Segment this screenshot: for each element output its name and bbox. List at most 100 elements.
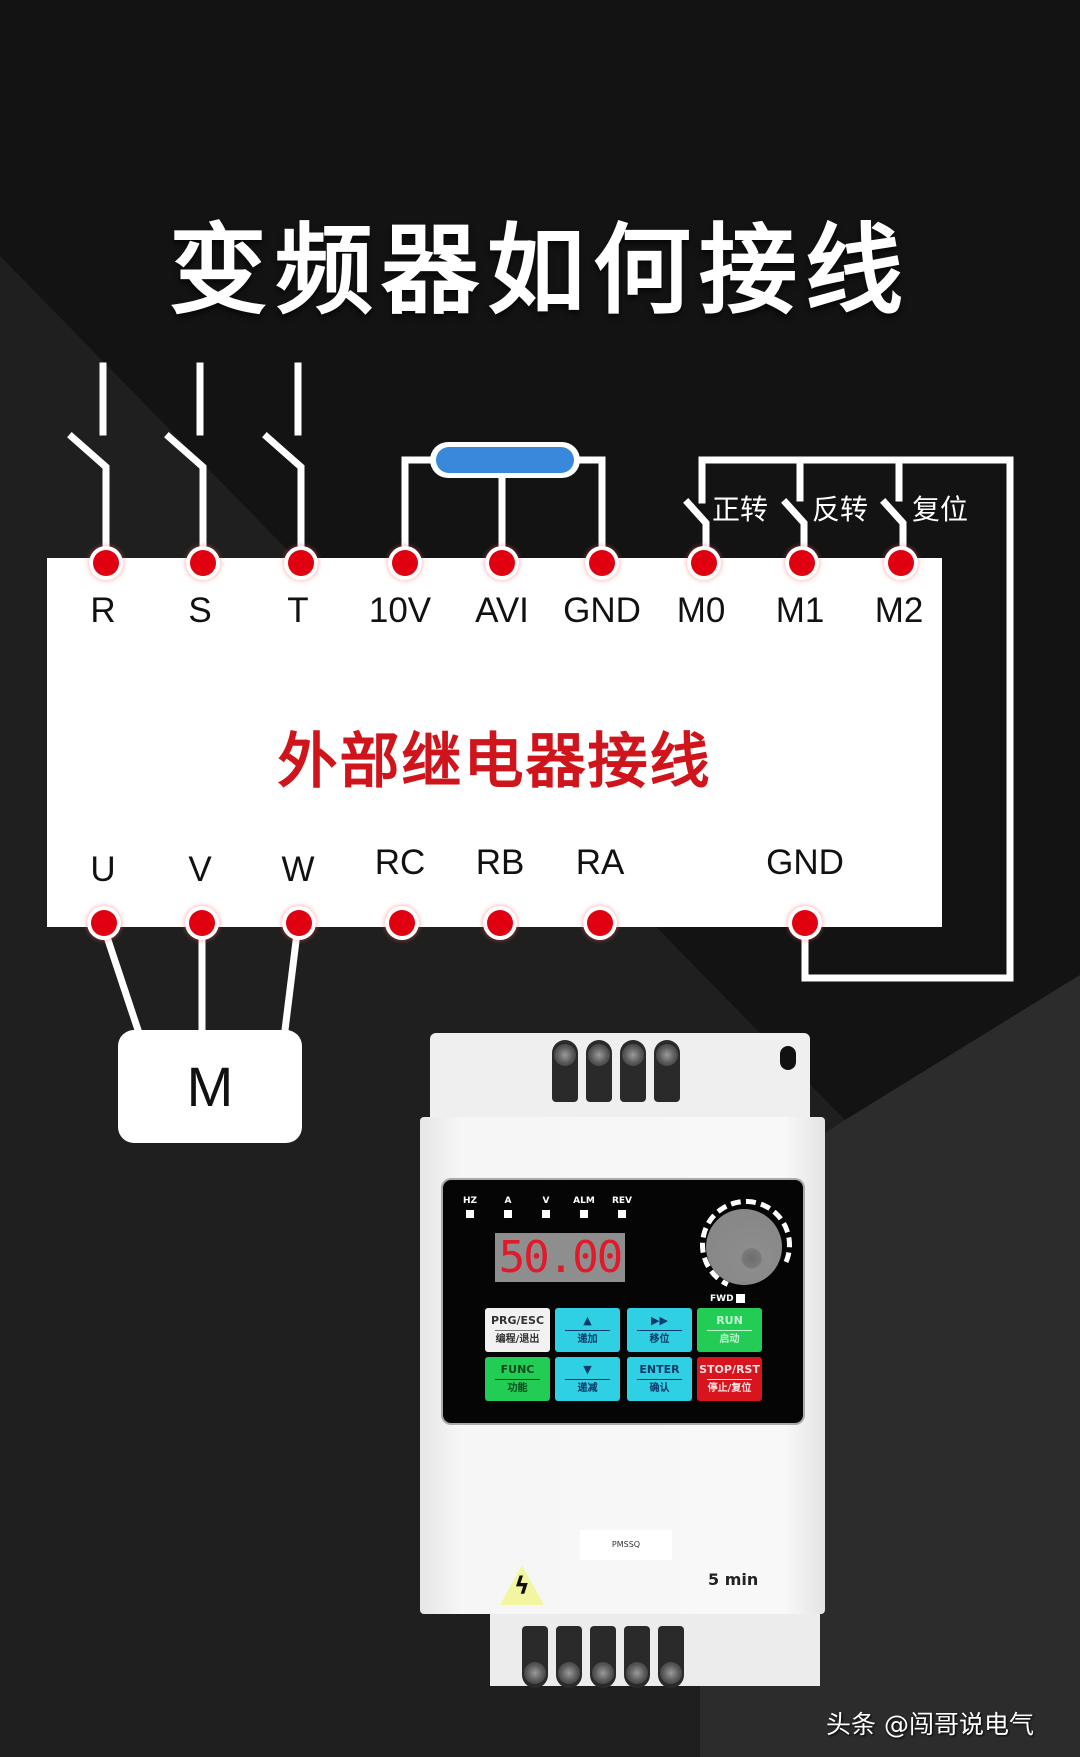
terminal-label-ra: RA [575,843,625,882]
screw-terminal-icon [552,1040,578,1102]
breaker-s [164,432,207,564]
terminal-label-rc: RC [374,843,426,882]
key-sublabel: 移位 [649,1334,670,1345]
frequency-display: 50.00 [495,1233,625,1282]
screw-terminal-icon [556,1626,582,1688]
terminal-dot-w [286,910,312,936]
relay-label-forward: 正转 [712,493,769,526]
indicator-led-v [542,1210,550,1218]
indicator-label-rev: REV [611,1196,633,1206]
key-divider [495,1379,540,1380]
terminal-label-t: T [287,591,309,630]
key-label: ENTER [639,1363,680,1376]
terminal-label-gnd-top: GND [563,591,641,630]
inverter-terminal-board: R S T 10V AVI GND M0 M1 M2 外部继电器接线 U V W… [47,558,942,927]
terminal-dot-u [91,910,117,936]
relay-label-reverse: 反转 [812,493,869,526]
board-title: 外部继电器接线 [277,727,712,797]
screw-terminal-icon [620,1040,646,1102]
key-sublabel: 递减 [577,1383,598,1394]
terminal-label-m1: M1 [775,591,825,630]
key-divider [637,1330,682,1331]
switch-forward [683,498,710,564]
key-shift[interactable]: ▶▶ 移位 [627,1308,692,1352]
key-func[interactable]: FUNC 功能 [485,1357,550,1401]
key-divider [707,1330,752,1331]
key-sublabel: 功能 [507,1383,528,1394]
relay-common-bus [698,456,1014,982]
key-run[interactable]: RUN 启动 [697,1308,762,1352]
fast-forward-icon: ▶▶ [651,1314,668,1327]
potentiometer [430,442,580,478]
fwd-led [736,1294,745,1303]
terminal-dot-t [288,550,314,576]
indicator-led-rev [618,1210,626,1218]
key-sublabel: 启动 [719,1334,740,1345]
terminal-label-s: S [188,591,212,630]
breaker-r [67,432,110,564]
key-divider [637,1379,682,1380]
key-label: RUN [716,1314,743,1327]
potentiometer-body [436,447,574,473]
key-label: STOP/RST [699,1363,760,1376]
terminal-dot-gnd-top [589,550,615,576]
screw-terminal-icon [586,1040,612,1102]
fwd-label: FWD [710,1294,734,1304]
speed-knob[interactable] [706,1209,782,1285]
screw-terminal-icon [522,1626,548,1688]
indicator-label-hz: HZ [462,1196,478,1206]
terminal-dot-m2 [888,550,914,576]
terminal-label-avi: AVI [475,591,529,630]
terminal-dot-rb [487,910,513,936]
up-arrow-icon: ▲ [583,1314,592,1327]
pot-wire-gnd [574,456,606,564]
indicator-led-alm [580,1210,588,1218]
terminal-dot-m1 [789,550,815,576]
terminal-label-m0: M0 [676,591,726,630]
terminal-label-10v: 10V [368,591,432,630]
terminal-label-w: W [281,850,315,889]
breaker-t [262,432,305,564]
brand-logo: PMSSQ [580,1530,672,1560]
watermark: 头条 @闯哥说电气 [826,1710,1034,1739]
indicator-label-v: V [542,1196,550,1206]
screw-terminal-icon [624,1626,650,1688]
warning-triangle-icon [500,1565,544,1605]
down-arrow-icon: ▼ [583,1363,592,1376]
terminal-label-m2: M2 [874,591,924,630]
key-sublabel: 确认 [649,1383,670,1394]
page-title: 变频器如何接线 [168,213,911,328]
key-sublabel: 递加 [577,1334,598,1345]
relay-label-reset: 复位 [912,493,969,526]
terminal-dot-v [189,910,215,936]
key-divider [565,1379,610,1380]
switch-reset [880,498,907,564]
key-divider [707,1379,752,1380]
terminal-dot-avi [489,550,515,576]
terminal-label-v: V [188,850,212,889]
terminal-dot-ra [587,910,613,936]
terminal-dot-r [93,550,119,576]
motor-lead-w [281,921,302,1034]
pot-wire-10v [401,456,436,564]
key-label: FUNC [500,1363,535,1376]
mounting-hole [780,1046,796,1070]
terminal-label-u: U [90,850,116,889]
key-increment[interactable]: ▲ 递加 [555,1308,620,1352]
terminal-dot-s [190,550,216,576]
motor: M [118,1030,302,1143]
key-divider [565,1330,610,1331]
switch-reverse [781,498,808,564]
key-decrement[interactable]: ▼ 递减 [555,1357,620,1401]
terminal-label-r: R [90,591,116,630]
terminal-dot-10v [392,550,418,576]
key-label: PRG/ESC [490,1314,545,1327]
screw-terminal-icon [658,1626,684,1688]
key-divider [495,1330,540,1331]
key-enter[interactable]: ENTER 确认 [627,1357,692,1401]
terminal-label-rb: RB [475,843,525,882]
